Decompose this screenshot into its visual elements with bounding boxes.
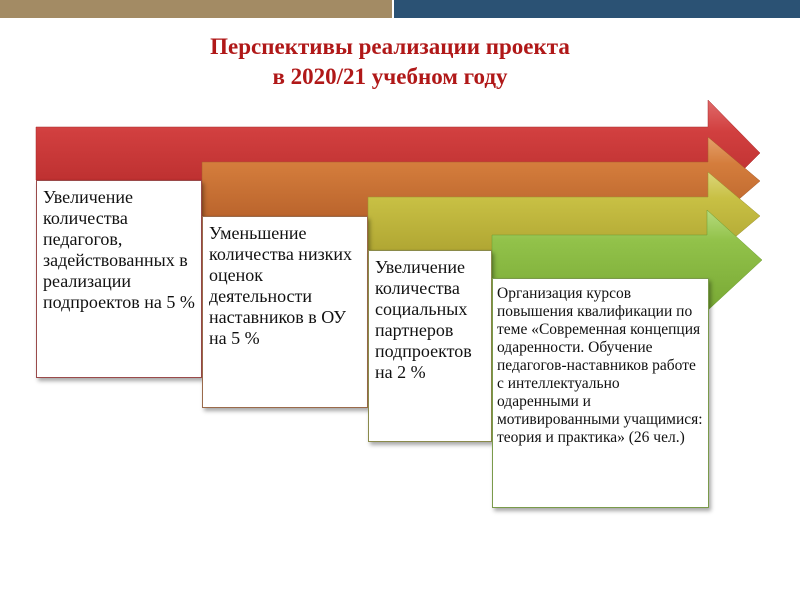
- step-3-box: Увеличение количества социальных партнер…: [368, 250, 492, 442]
- title-line-2: в 2020/21 учебном году: [272, 64, 508, 89]
- header-bar-right: [394, 0, 800, 18]
- title-line-1: Перспективы реализации проекта: [210, 34, 570, 59]
- step-4-text: Организация курсов повышения квалификаци…: [497, 285, 703, 446]
- step-4-box: Организация курсов повышения квалификаци…: [492, 278, 709, 508]
- step-2-box: Уменьшение количества низких оценок деят…: [202, 216, 368, 408]
- slide-title: Перспективы реализации проекта в 2020/21…: [0, 32, 800, 92]
- header-bar-left: [0, 0, 392, 18]
- step-3-text: Увеличение количества социальных партнер…: [375, 257, 472, 382]
- step-1-box: Увеличение количества педагогов, задейст…: [36, 180, 202, 378]
- step-2-text: Уменьшение количества низких оценок деят…: [209, 223, 353, 348]
- step-1-text: Увеличение количества педагогов, задейст…: [43, 187, 195, 312]
